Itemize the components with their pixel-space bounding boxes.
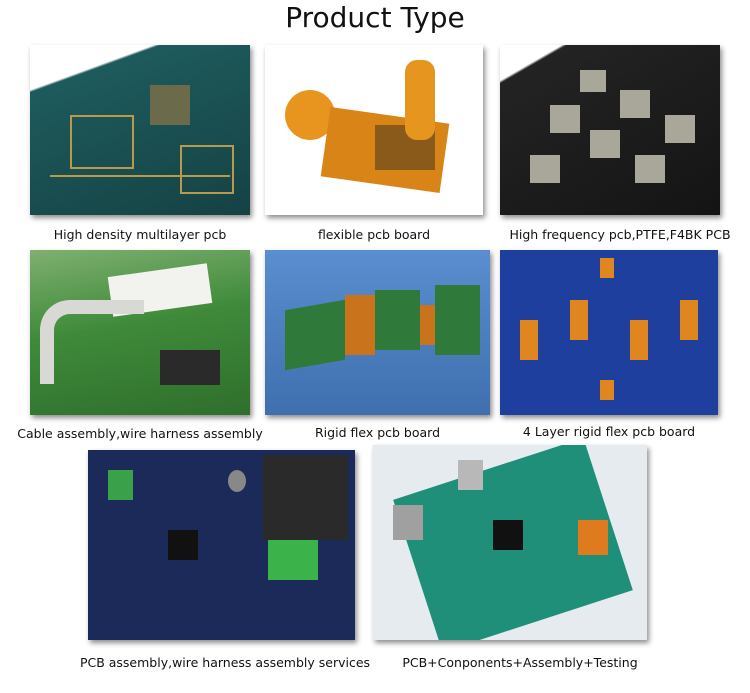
product-caption: High density multilayer pcb: [53, 227, 227, 242]
high-frequency-pcb-image: [500, 45, 720, 215]
product-caption: 4 Layer rigid flex pcb board: [522, 424, 696, 439]
product-caption: PCB+Conponents+Assembly+Testing: [402, 655, 638, 670]
cable-assembly-image: [30, 250, 250, 415]
product-caption: Cable assembly,wire harness assembly: [17, 426, 263, 441]
4-layer-rigid-flex-image: [500, 250, 718, 415]
flexible-pcb-image: [265, 45, 483, 215]
rigid-flex-pcb-image: [265, 250, 490, 415]
product-caption: flexible pcb board: [317, 227, 431, 242]
product-caption: Rigid flex pcb board: [315, 425, 440, 440]
product-caption: High frequency pcb,PTFE,F4BK PCB: [509, 227, 731, 242]
pcb-components-testing-image: [373, 445, 647, 640]
pcb-assembly-image: [88, 450, 355, 640]
page-title: Product Type: [285, 1, 465, 34]
product-caption: PCB assembly,wire harness assembly servi…: [79, 655, 371, 670]
high-density-pcb-image: [30, 45, 250, 215]
